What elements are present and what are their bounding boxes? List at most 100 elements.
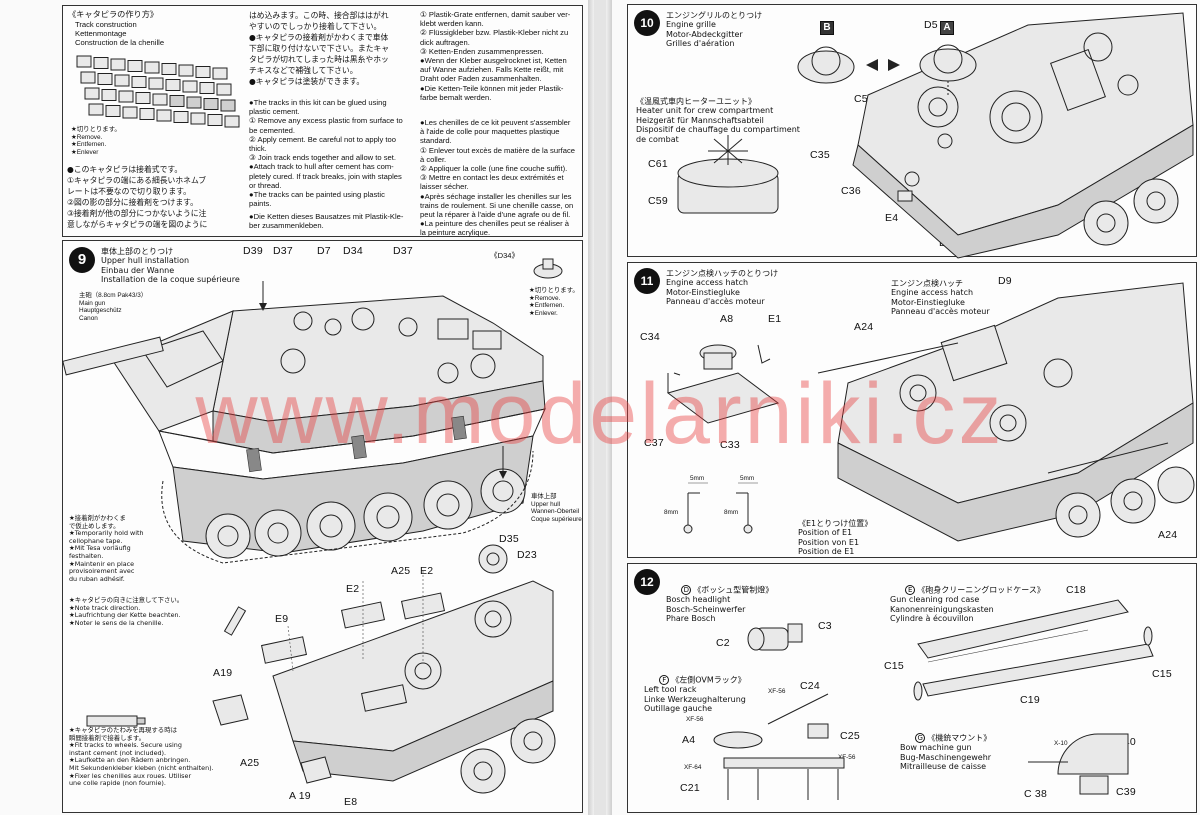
part-e8: E8 bbox=[344, 796, 358, 808]
part-c59: C59 bbox=[648, 195, 668, 207]
box-label-a: A bbox=[940, 21, 954, 35]
hatch-label: エンジン点検ハッチ Engine access hatch Motor-Eins… bbox=[891, 279, 990, 317]
part-c21: C21 bbox=[680, 782, 700, 794]
part-a19-a: A19 bbox=[213, 667, 233, 679]
part-a25-a: A25 bbox=[391, 565, 411, 577]
main-gun-label: 主砲（8.8cm Pak43/3） Main gun Hauptgeschütz… bbox=[79, 292, 148, 322]
track-fr: ●Les chenilles de ce kit peuvent s'assem… bbox=[420, 118, 575, 238]
part-c35: C35 bbox=[810, 149, 830, 161]
track-remove-legend: ★切りとります。 ★Remove. ★Entfernen. ★Enlever bbox=[71, 126, 121, 156]
tape-note: ★接着剤がかわくま で仮止めします。 ★Temporarily hold wit… bbox=[69, 514, 144, 583]
box-label-b: B bbox=[820, 21, 834, 35]
dim-h1: 8mm bbox=[664, 509, 679, 516]
part-d7: D7 bbox=[317, 245, 331, 257]
part-d37-a: D37 bbox=[273, 245, 293, 257]
part-d23: D23 bbox=[517, 549, 537, 561]
step-10-box: 10 エンジングリルのとりつけ Engine grille Motor-Abde… bbox=[627, 4, 1197, 259]
paint-xf56-c: XF-56 bbox=[838, 754, 856, 761]
part-e2-a: E2 bbox=[346, 583, 360, 595]
part-a24-a: A24 bbox=[854, 321, 874, 333]
step-12-drawing bbox=[713, 599, 1154, 800]
part-e4: E4 bbox=[885, 212, 899, 224]
part-c15-b: C15 bbox=[1152, 668, 1172, 680]
e1-position-title: 《E1とりつけ位置》 Position of E1 Position von E… bbox=[798, 519, 873, 557]
part-c37: C37 bbox=[644, 437, 664, 449]
part-d9: D9 bbox=[998, 275, 1012, 287]
part-c19: C19 bbox=[1020, 694, 1040, 706]
part-d39: D39 bbox=[243, 245, 263, 257]
remove-note: ★切りとります。 ★Remove. ★Entfernen. ★Enlever. bbox=[529, 287, 579, 317]
part-a4: A4 bbox=[682, 734, 696, 746]
dim-w2: 5mm bbox=[740, 475, 755, 482]
track-de: ① Plastik-Grate entfernen, damit sauber … bbox=[420, 10, 571, 102]
step-10-drawing bbox=[677, 12, 1194, 259]
part-a19-b: A 19 bbox=[289, 790, 311, 802]
part-c15-a: C15 bbox=[884, 660, 904, 672]
part-c25: C25 bbox=[840, 730, 860, 742]
track-construction-box: 《キャタピラの作り方》 Track construction Kettenmon… bbox=[62, 5, 583, 237]
step-11-box: 11 エンジン点検ハッチのとりつけ Engine access hatch Mo… bbox=[627, 262, 1197, 558]
part-e2-b: E2 bbox=[420, 565, 434, 577]
part-c18: C18 bbox=[1066, 584, 1086, 596]
part-c34: C34 bbox=[640, 331, 660, 343]
part-d5-a: D5 bbox=[924, 19, 938, 31]
step-12-box: 12 D《ボッシュ型管制燈》 Bosch headlight Bosch-Sch… bbox=[627, 563, 1197, 813]
track-box-title-jp: 《キャタピラの作り方》 bbox=[68, 9, 159, 19]
part-c38: C 38 bbox=[1024, 788, 1047, 800]
step-12-number: 12 bbox=[634, 569, 660, 595]
track-de-bottom: ●Die Ketten dieses Bausatzes mit Plastik… bbox=[249, 212, 404, 231]
section-g-text: 《機銃マウント》 Bow machine gun Bug-Maschinenge… bbox=[900, 733, 992, 772]
section-f-text: 《左側OVMラック》 Left tool rack Linke Werkzeug… bbox=[644, 675, 746, 714]
track-box-title-fr: Construction de la chenille bbox=[75, 38, 165, 47]
dim-w1: 5mm bbox=[690, 475, 705, 482]
d34-detail-label: 《D34》 bbox=[490, 251, 520, 260]
part-a8: A8 bbox=[720, 313, 734, 325]
track-links-illustration bbox=[76, 55, 240, 128]
heater-unit-title: 《温風式車内ヒーターユニット》 Heater unit for crew com… bbox=[636, 97, 800, 144]
step-10-number: 10 bbox=[634, 10, 660, 36]
part-d37-b: D37 bbox=[393, 245, 413, 257]
section-d-text: 《ボッシュ型管制燈》 Bosch headlight Bosch-Scheinw… bbox=[666, 585, 774, 624]
paint-xf56-a: XF-56 bbox=[768, 688, 786, 695]
upper-hull-drawing bbox=[62, 258, 563, 794]
track-jp-mid: はめ込みます。この時、接合部ははがれ やすいのでしっかり接着して下さい。 ●キャ… bbox=[249, 11, 390, 86]
paint-xf64: XF-64 bbox=[684, 764, 702, 771]
step-11-number: 11 bbox=[634, 268, 660, 294]
part-c39: C39 bbox=[1116, 786, 1136, 798]
part-c3: C3 bbox=[818, 620, 832, 632]
left-page: 《キャタピラの作り方》 Track construction Kettenmon… bbox=[0, 0, 588, 815]
section-e-title: E《砲身クリーニングロッドケース》 Gun cleaning rod case … bbox=[890, 576, 1045, 633]
section-d-title: D《ボッシュ型管制燈》 Bosch headlight Bosch-Schein… bbox=[666, 576, 773, 633]
part-c24: C24 bbox=[800, 680, 820, 692]
part-c2: C2 bbox=[716, 637, 730, 649]
page-gutter bbox=[588, 0, 612, 815]
section-g-title: G《機銃マウント》 Bow machine gun Bug-Maschineng… bbox=[900, 724, 991, 781]
dim-h2: 8mm bbox=[724, 509, 739, 516]
step-10-title: エンジングリルのとりつけ Engine grille Motor-Abdeckg… bbox=[666, 11, 763, 49]
part-c33: C33 bbox=[720, 439, 740, 451]
track-box-title-de: Kettenmontage bbox=[75, 29, 127, 38]
track-jp-left: ●このキャタピラは接着式です。 ①キャタピラの端にある細長いホネムブ レートは不… bbox=[67, 165, 208, 229]
part-c36: C36 bbox=[841, 185, 861, 197]
paint-xf56-b: XF-56 bbox=[686, 716, 704, 723]
step-9-title: 車体上部のとりつけ Upper hull installation Einbau… bbox=[101, 247, 240, 285]
section-f-title: F《左側OVMラック》 Left tool rack Linke Werkzeu… bbox=[644, 666, 746, 723]
part-c61: C61 bbox=[648, 158, 668, 170]
part-d34: D34 bbox=[343, 245, 363, 257]
paint-x10: X-10 bbox=[1054, 740, 1068, 747]
upper-hull-label: 車体上部 Upper hull Wannen-Oberteil Coque su… bbox=[531, 493, 582, 523]
step-9-number: 9 bbox=[69, 247, 95, 273]
part-e1: E1 bbox=[768, 313, 782, 325]
part-d35: D35 bbox=[499, 533, 519, 545]
step-9-box: 9 車体上部のとりつけ Upper hull installation Einb… bbox=[62, 240, 583, 813]
step-11-drawing bbox=[666, 282, 1195, 542]
direction-note: ★キャタピラの向きに注意して下さい。 ★Note track direction… bbox=[69, 596, 184, 627]
part-e9: E9 bbox=[275, 613, 289, 625]
section-e-text: 《砲身クリーニングロッドケース》 Gun cleaning rod case K… bbox=[890, 585, 1045, 624]
part-a24-b: A24 bbox=[1158, 529, 1178, 541]
step-11-title: エンジン点検ハッチのとりつけ Engine access hatch Motor… bbox=[666, 269, 779, 307]
track-box-title-en: Track construction bbox=[75, 20, 137, 29]
right-page: 10 エンジングリルのとりつけ Engine grille Motor-Abde… bbox=[612, 0, 1200, 815]
fit-note: ★キャタピラのたわみを再現する時は 瞬間接着剤で接着します。 ★Fit trac… bbox=[69, 726, 214, 788]
part-a25-b: A25 bbox=[240, 757, 260, 769]
